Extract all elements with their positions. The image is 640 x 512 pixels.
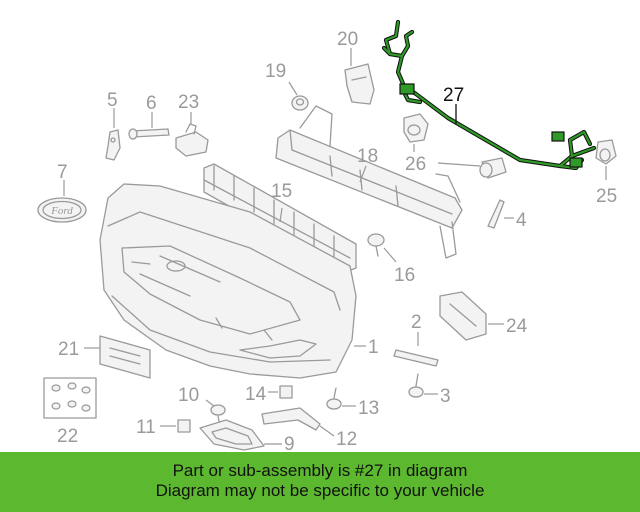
part-12-bracket[interactable] [261,407,321,431]
callout-27[interactable]: 27 [443,85,464,106]
callout-13[interactable]: 13 [358,398,379,419]
callout-5[interactable]: 5 [107,90,118,111]
part-26-sensor-a[interactable] [403,113,429,143]
banner-line-2: Diagram may not be specific to your vehi… [155,481,485,500]
callout-19[interactable]: 19 [265,61,286,82]
emblem-text: Ford [50,205,73,217]
callout-21[interactable]: 21 [58,339,79,360]
callout-11[interactable]: 11 [136,417,156,438]
leader-15 [279,207,283,223]
banner-line-1: Part or sub-assembly is #27 in diagram [172,461,468,480]
part-22-fastener-kit[interactable] [43,377,97,419]
part-21-license-bracket[interactable] [99,335,151,379]
part-5-bracket[interactable] [105,129,121,161]
part-2-strip[interactable] [393,349,439,367]
callout-15[interactable]: 15 [271,181,292,202]
callout-12[interactable]: 12 [336,429,357,450]
callout-3[interactable]: 3 [440,386,451,407]
callout-16[interactable]: 16 [394,265,415,286]
part-24-bracket[interactable] [439,291,487,341]
part-9-fog-lamp-bezel[interactable] [199,419,265,451]
part-25-sensor[interactable] [595,139,617,165]
part-18-bumper-beam[interactable] [275,105,463,259]
leader-26b [437,162,481,167]
part-13-screw[interactable] [326,387,342,410]
callout-22[interactable]: 22 [57,426,78,447]
part-19-nut[interactable] [291,95,309,111]
callout-20[interactable]: 20 [337,29,358,50]
callout-18[interactable]: 18 [357,146,378,167]
callout-6[interactable]: 6 [146,93,157,114]
part-16-push-pin[interactable] [367,233,385,257]
callout-26[interactable]: 26 [405,154,426,175]
callout-10[interactable]: 10 [178,385,199,406]
callout-9[interactable]: 9 [284,434,295,452]
part-11-clip[interactable] [177,419,191,433]
leader-10 [205,399,215,407]
callout-7[interactable]: 7 [57,162,68,183]
callout-23[interactable]: 23 [178,92,199,113]
part-6-pin[interactable] [128,128,170,140]
part-23-clip[interactable] [175,123,209,157]
callout-25[interactable]: 25 [596,186,617,207]
part-7-ford-emblem[interactable]: Ford [37,197,87,223]
leader-12 [319,425,335,437]
callout-24[interactable]: 24 [506,316,528,337]
callout-4[interactable]: 4 [516,210,527,231]
part-26-sensor-b[interactable] [479,157,507,179]
part-4-pin[interactable] [487,199,505,229]
part-27-wiring-harness[interactable] [381,19,597,171]
part-1-bumper-cover[interactable] [99,183,357,379]
leader-16 [383,247,397,263]
leader-19 [288,81,298,96]
callout-14[interactable]: 14 [245,384,267,405]
part-3-bolt[interactable] [408,373,424,398]
parts-diagram: 20 19 5 6 23 Ford 7 18 [37,19,617,452]
part-14-clip[interactable] [279,385,293,399]
leader-18 [359,165,367,183]
callout-2[interactable]: 2 [411,312,422,333]
notice-banner: Part or sub-assembly is #27 in diagram D… [0,452,640,512]
part-20-deflector[interactable] [344,63,375,105]
callout-1[interactable]: 1 [368,337,379,358]
